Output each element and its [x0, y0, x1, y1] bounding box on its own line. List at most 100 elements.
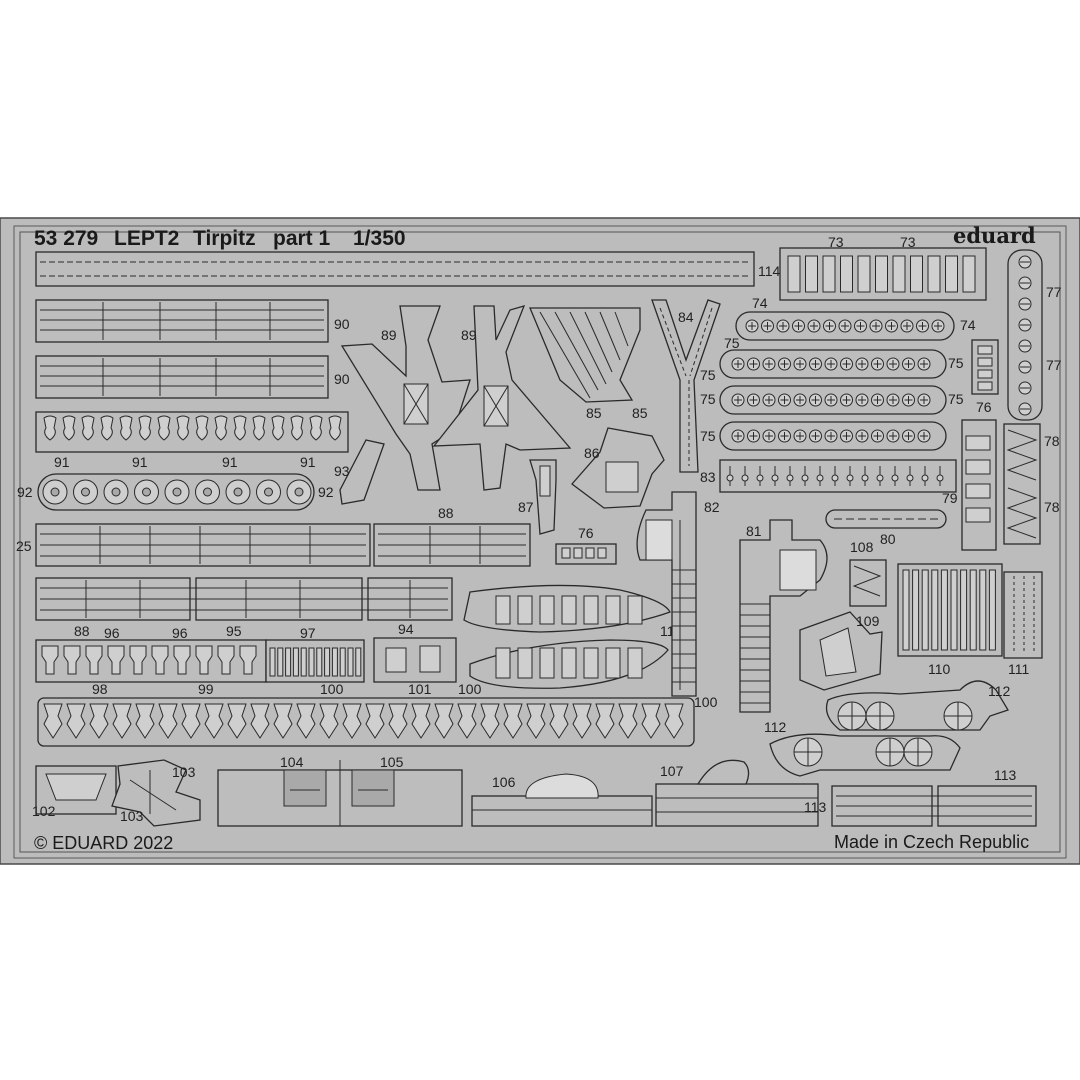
bracket	[89, 703, 109, 739]
label-85b: 85	[632, 405, 648, 421]
fret-frame	[19, 231, 1061, 853]
post-knob	[756, 474, 764, 482]
bracket	[271, 415, 285, 441]
label-73a: 73	[828, 234, 844, 250]
wheel-hub	[50, 487, 60, 497]
bar	[277, 647, 284, 677]
bracket	[252, 415, 266, 441]
bar	[950, 569, 958, 651]
brand-logo: eduard	[953, 223, 1036, 248]
part-86	[571, 427, 665, 509]
bracket	[214, 415, 228, 441]
label-77b: 77	[1046, 357, 1062, 373]
boat-rib	[495, 595, 511, 625]
rack-slot	[822, 255, 836, 293]
post-knob	[831, 474, 839, 482]
bar	[347, 647, 354, 677]
copyright-text: © EDUARD 2022	[34, 833, 173, 853]
bracket	[158, 703, 178, 739]
bar	[292, 647, 299, 677]
label-92a: 92	[17, 484, 33, 500]
bracket	[119, 415, 133, 441]
label-87: 87	[518, 499, 534, 515]
bar	[979, 569, 987, 651]
bracket	[41, 645, 59, 675]
part-106	[471, 773, 653, 827]
label-75a: 75	[724, 335, 740, 351]
part-111	[1003, 571, 1043, 659]
part-78-zigzag	[1003, 423, 1041, 545]
bracket	[81, 415, 95, 441]
label-114: 114	[758, 263, 781, 279]
wheel-hub	[203, 487, 212, 497]
label-74b: 74	[960, 317, 976, 333]
boat-rib	[561, 595, 577, 625]
origin-text: Made in Czech Republic	[834, 832, 1029, 852]
post-knob	[771, 474, 779, 482]
bracket	[526, 703, 546, 739]
bracket	[595, 703, 615, 739]
bar	[931, 569, 939, 651]
part-89-tripod-left	[340, 305, 471, 491]
label-91d: 91	[300, 454, 316, 470]
post-knob	[816, 474, 824, 482]
part-97	[265, 639, 365, 683]
boat-rib	[583, 595, 599, 625]
part-91-row	[35, 411, 349, 453]
part-98-100-row	[37, 697, 695, 747]
part-90-ladder-bottom	[35, 355, 329, 399]
label-98: 98	[92, 681, 108, 697]
label-77a: 77	[1046, 284, 1062, 300]
bracket	[342, 703, 362, 739]
part-104-105	[217, 760, 463, 827]
rack-slot	[927, 255, 941, 293]
set-code: LEPT2	[114, 227, 179, 250]
part-76-small-right	[971, 339, 999, 395]
bracket	[100, 415, 114, 441]
bar	[912, 569, 920, 651]
part-94	[373, 637, 457, 683]
part-110-grid	[897, 563, 1003, 657]
label-88a: 88	[438, 505, 454, 521]
bar	[300, 647, 307, 677]
label-75d: 75	[948, 391, 964, 407]
part-103	[111, 759, 201, 827]
part-83-row	[719, 459, 957, 493]
label-94: 94	[398, 621, 414, 637]
bracket	[296, 703, 316, 739]
label-96b: 96	[172, 625, 188, 641]
bracket	[112, 703, 132, 739]
model-name: Tirpitz	[193, 227, 256, 250]
label-75c: 75	[700, 391, 716, 407]
label-95: 95	[226, 623, 242, 639]
bracket	[157, 415, 171, 441]
label-91b: 91	[132, 454, 148, 470]
bar	[355, 647, 362, 677]
label-74a: 74	[752, 295, 768, 311]
part-77-column	[1007, 249, 1043, 421]
label-79: 79	[942, 490, 958, 506]
bar	[921, 569, 929, 651]
bracket	[572, 703, 592, 739]
bracket	[129, 645, 147, 675]
part-74-ring-row	[735, 311, 955, 341]
rack-slot	[840, 255, 853, 293]
post-knob	[891, 474, 899, 482]
bracket	[195, 645, 213, 675]
bracket	[176, 415, 190, 441]
bar	[969, 569, 977, 651]
label-101: 101	[408, 681, 432, 697]
bracket	[503, 703, 523, 739]
bracket	[62, 415, 76, 441]
bracket	[227, 703, 247, 739]
bracket	[138, 415, 152, 441]
label-80: 80	[880, 531, 896, 547]
label-86: 86	[584, 445, 600, 461]
bracket	[480, 703, 500, 739]
label-83: 83	[700, 469, 716, 485]
post-knob	[741, 474, 749, 482]
bracket	[388, 703, 408, 739]
label-109: 109	[856, 613, 880, 629]
boat-rib	[539, 595, 555, 625]
